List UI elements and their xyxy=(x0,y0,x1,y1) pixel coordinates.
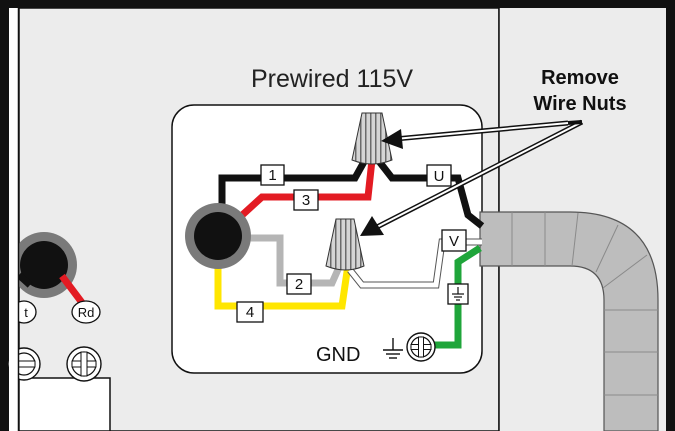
arrow-branch xyxy=(567,120,583,125)
rd-terminal-tag-text: Rd xyxy=(78,305,95,320)
wire-label-4: 4 xyxy=(236,301,264,323)
diagram-title: Prewired 115V xyxy=(251,65,413,93)
wire-label-3-text: 3 xyxy=(302,192,310,209)
arrowhead-lower-icon xyxy=(360,216,384,236)
rd-terminal-tag: Rd xyxy=(71,300,101,324)
wire-label-u: U xyxy=(426,164,452,187)
ground-symbol-icon xyxy=(452,287,464,301)
ground-screw-icon xyxy=(406,332,436,362)
conduit-elbow xyxy=(479,211,659,431)
wire-label-v-text: V xyxy=(449,233,459,250)
arrowhead-upper-icon xyxy=(381,129,403,149)
callout-line-2: Wire Nuts xyxy=(533,93,626,115)
wire-label-2: 2 xyxy=(286,273,312,295)
left-terminal-tag-text: t xyxy=(24,305,28,320)
left-border xyxy=(0,0,9,431)
left-edge-mask xyxy=(9,8,18,431)
gray-wire xyxy=(238,234,344,287)
wire-label-4-text: 4 xyxy=(246,304,254,321)
right-border xyxy=(666,0,675,431)
wire-label-1: 1 xyxy=(260,164,285,186)
callout-arrows xyxy=(360,119,584,236)
wire-entry-hole xyxy=(185,203,251,269)
yellow-wire xyxy=(214,262,352,310)
wire-label-2-text: 2 xyxy=(295,276,303,293)
rd-screw-icon xyxy=(66,346,102,382)
top-border xyxy=(0,0,675,8)
wire-nut-upper xyxy=(351,112,393,165)
wire-label-1-text: 1 xyxy=(268,167,276,184)
black-wire xyxy=(218,158,369,210)
ground-label-box xyxy=(447,283,469,305)
gnd-label: GND xyxy=(316,344,360,366)
wire-label-3: 3 xyxy=(293,189,319,211)
bottom-left-box xyxy=(18,377,111,431)
black-wire-u xyxy=(375,157,485,229)
wire-label-u-text: U xyxy=(434,168,445,185)
wires xyxy=(214,157,485,349)
wire-label-v: V xyxy=(441,229,467,252)
wire-nut-lower xyxy=(325,218,365,271)
callout-line-1: Remove xyxy=(541,67,619,89)
ground-symbol-icon xyxy=(383,338,403,359)
left-black-wire xyxy=(16,272,33,288)
